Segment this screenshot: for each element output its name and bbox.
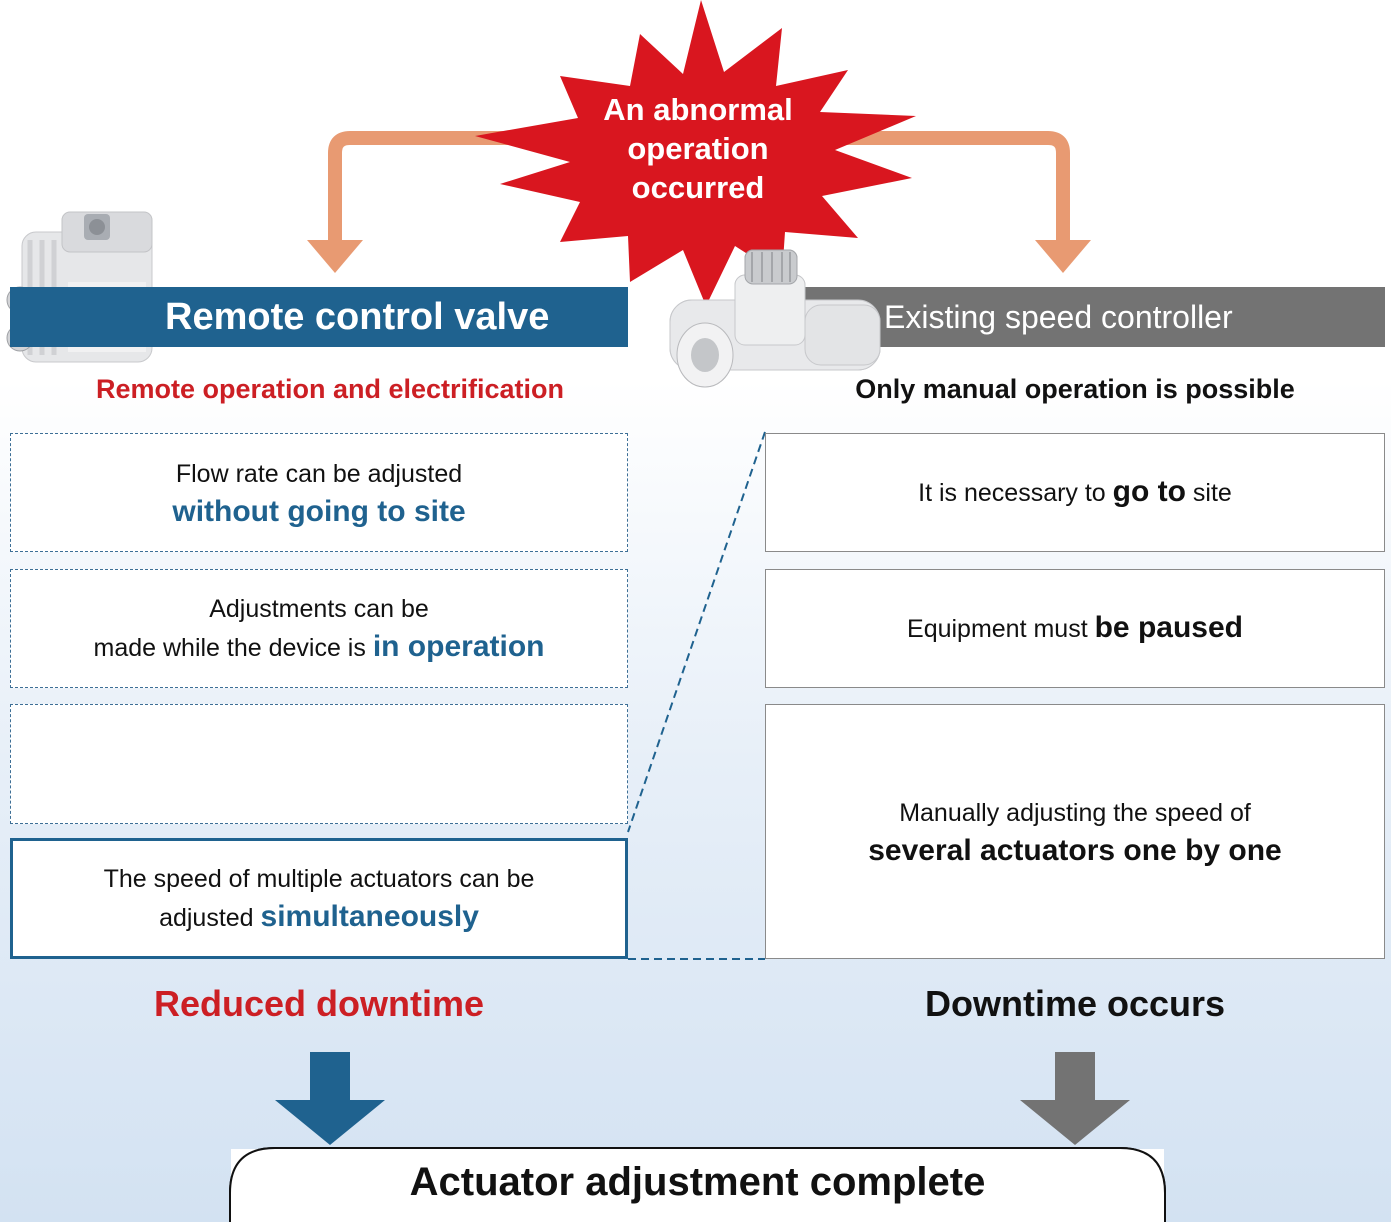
right-arrowhead [1035,240,1091,273]
left-result: Reduced downtime [153,983,485,1024]
starburst-line-2: operation [627,131,769,166]
final-pill-fill [231,1149,1164,1222]
right-box-3-line-2: several actuators one by one [868,833,1282,867]
left-box-1-line-2: without going to site [172,494,466,528]
right-box-1-text: It is necessary to go to site [918,473,1232,512]
left-box-3-empty [10,704,628,824]
starburst-label: An abnormal operation occurred [560,90,836,207]
right-box-2-prefix: Equipment must [907,615,1095,643]
right-box-2-text: Equipment must be paused [907,609,1243,648]
left-box-4: The speed of multiple actuators can be a… [10,838,628,959]
left-box-2-line-1: Adjustments can be [209,595,429,623]
remote-control-valve-title: Remote control valve [165,296,550,338]
right-box-2-highlight: be paused [1094,611,1243,644]
right-box-3: Manually adjusting the speed of several … [765,704,1385,959]
right-branch-arrow [800,131,1070,245]
left-box-4-highlight: simultaneously [260,900,479,933]
existing-speed-controller-title: Existing speed controller [884,299,1233,335]
starburst-line-1: An abnormal [603,92,793,127]
remote-control-valve-banner [10,287,628,347]
right-subtitle: Only manual operation is possible [855,374,1295,404]
right-box-1: It is necessary to go to site [765,433,1385,552]
left-down-arrow [275,1052,385,1145]
starburst [475,0,916,306]
left-box-2-highlight: in operation [372,630,545,663]
left-box-1: Flow rate can be adjusted without going … [10,433,628,552]
right-box-2: Equipment must be paused [765,569,1385,688]
right-box-1-suffix: site [1185,479,1232,507]
left-subtitle: Remote operation and electrification [95,374,565,404]
right-down-arrow [1020,1052,1130,1145]
left-box-2-line-2: made while the device is in operation [94,628,545,667]
final-label: Actuator adjustment complete [409,1160,986,1204]
left-box-1-line-1: Flow rate can be adjusted [175,459,463,488]
left-box-2: Adjustments can be made while the device… [10,569,628,688]
existing-speed-controller-banner [800,287,1385,347]
right-box-3-line-1: Manually adjusting the speed of [899,798,1251,827]
right-box-1-prefix: It is necessary to [918,479,1113,507]
left-box-4-line-1: The speed of multiple actuators can be [103,865,535,893]
left-arrowhead [307,240,363,273]
left-branch-arrow [328,131,590,245]
left-box-4-line-2-prefix: adjusted [159,904,261,932]
right-result: Downtime occurs [924,983,1226,1024]
right-box-1-highlight: go to [1112,475,1186,508]
left-box-4-line-2: adjusted simultaneously [159,898,479,937]
left-box-2-line-2-prefix: made while the device is [93,634,373,662]
starburst-line-3: occurred [631,170,765,205]
zoom-line-top [627,431,766,833]
